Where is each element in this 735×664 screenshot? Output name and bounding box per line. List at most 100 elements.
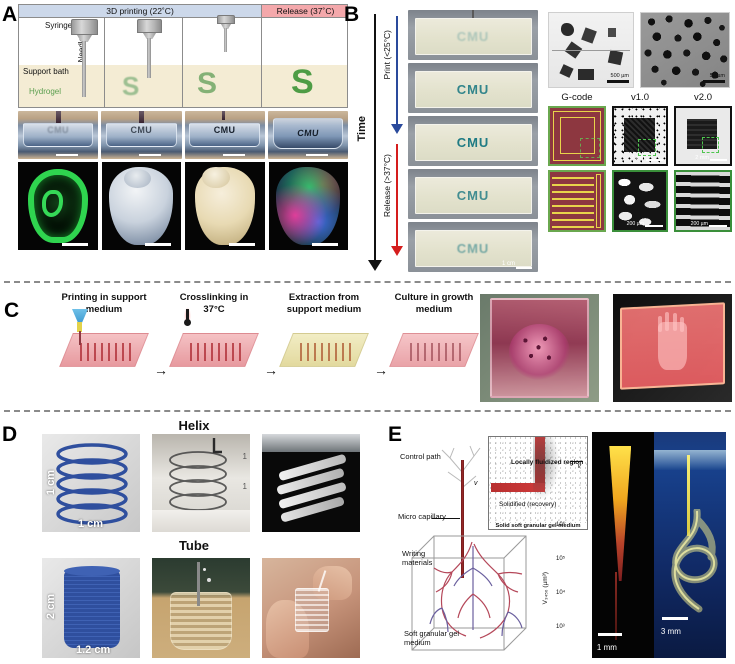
panel-a-divider-2	[182, 18, 183, 107]
workflow-step-4-illustration	[388, 319, 480, 375]
workflow-step-1-caption: Printing in support medium	[61, 292, 147, 315]
micrograph-particles: 500 µm	[548, 12, 634, 88]
heart-whole-yellow	[185, 162, 265, 250]
panel-e: Locally fluidized region Solidified (rec…	[382, 418, 732, 662]
panel-letter-b: B	[344, 3, 360, 26]
panel-a-photo-3: CMU	[184, 111, 265, 159]
tube-height-label: 2 cm	[45, 594, 57, 620]
micrograph-particles-scalebar: 500 µm	[610, 73, 629, 79]
workflow-step-2: Crosslinking in 37°C	[168, 292, 260, 375]
workflow-step-1: Printing in support medium	[58, 292, 150, 375]
tube-width-label: 1.2 cm	[76, 644, 111, 656]
frame-scalebar-label: 1 cm	[501, 261, 515, 267]
knot-structure-svg	[670, 508, 718, 613]
heart-fluorescence-green	[18, 162, 98, 250]
axis-tick-1e5: 10⁵	[556, 556, 566, 562]
time-axis-arrow	[368, 260, 382, 271]
frame-word-1: CMU	[456, 29, 490, 44]
helix-cad-model: 1 cm 1 cm	[42, 434, 140, 532]
micro-capillary-shaft	[461, 460, 464, 578]
separator-a-b-to-c	[4, 281, 731, 283]
label-writing-materials: Writing materials	[402, 549, 433, 567]
column-title-v1: v1.0	[631, 92, 649, 103]
photo-text-3: CMU	[213, 125, 236, 136]
printed-s-partial-1: S	[122, 71, 140, 101]
photo-text-2: CMU	[130, 125, 153, 136]
workflow-step-4-caption: Culture in growth medium	[394, 292, 474, 315]
printed-s-partial-2: S	[197, 67, 218, 100]
v1-microstructure: 200 µm	[612, 170, 668, 232]
print-phase-arrow	[391, 124, 403, 134]
frame-word-3: CMU	[456, 135, 490, 150]
panel-c: Printing in support medium → Crosslinkin…	[18, 292, 732, 404]
helix-printing-photo: 1 1	[152, 434, 250, 532]
panel-a-photo-4: CMU	[267, 111, 348, 159]
panel-b: Time Print (<25°C) Release (>37°C) CMU C…	[352, 4, 732, 276]
timelapse-frame-1: CMU	[408, 10, 538, 60]
panel-letter-d: D	[2, 423, 18, 446]
helix-released-photo	[262, 434, 360, 532]
heart-whole-white	[101, 162, 181, 250]
support-bath-region	[19, 65, 347, 107]
helix-height-label: 1 cm	[45, 470, 57, 496]
label-time: Time	[356, 116, 368, 142]
scalebar-right-label: 3 mm	[660, 627, 681, 636]
photo-printed-knot-in-gel: 3 mm	[653, 432, 726, 658]
panel-d: Helix 1 cm 1 cm	[18, 418, 370, 662]
frame-word-2: CMU	[456, 82, 490, 97]
workflow-step-2-illustration	[168, 307, 260, 375]
label-control-path: Control path	[400, 452, 441, 461]
panel-c-result-photos	[480, 294, 732, 402]
micrograph-spheres-scalebar: 50 µm	[709, 73, 725, 79]
workflow-step-3-illustration	[278, 319, 370, 375]
label-micro-capillary: Micro capillary	[398, 512, 446, 521]
label-velocity-main: v	[474, 480, 478, 487]
label-syringe: Syringe	[45, 21, 73, 30]
scalebar-left-bar	[598, 633, 623, 636]
helix-cad-svg	[56, 443, 128, 525]
workflow-step-4: Culture in growth medium	[388, 292, 480, 375]
timelapse-frame-3: CMU	[408, 116, 538, 166]
label-locally-fluidized-region: Locally fluidized region	[511, 459, 584, 466]
label-print-phase: Print (<25°C)	[382, 30, 392, 80]
panel-letter-c: C	[4, 299, 20, 322]
workflow-step-3: Extraction from support medium	[278, 292, 370, 375]
release-phase-arrow	[391, 246, 403, 256]
workflow-step-2-caption: Crosslinking in 37°C	[179, 292, 249, 315]
workflow-arrow-3: →	[374, 362, 388, 378]
photo-text-1: CMU	[47, 125, 69, 136]
tube-handheld-photo	[262, 558, 360, 658]
panel-d-title-tube: Tube	[178, 538, 210, 553]
column-title-v2: v2.0	[694, 92, 712, 103]
label-hydrogel: Hydrogel	[29, 87, 62, 96]
helix-width-label: 1 cm	[78, 518, 104, 530]
label-solidified-recovery: Solidified (recovery)	[499, 501, 557, 508]
workflow-step-1-illustration	[58, 309, 150, 375]
v1-top-scalebar: 2 mm	[631, 155, 645, 161]
frame-word-5: CMU	[456, 241, 490, 256]
panel-e-photo-pair: 1 mm 3 mm	[592, 432, 726, 658]
v2-top-scalebar: 2 mm	[695, 155, 709, 161]
v2-xray-top: 2 mm	[674, 106, 732, 166]
label-soft-granular-gel-medium: Soft granular gel medium	[404, 629, 460, 647]
micrograph-spheres: 50 µm	[640, 12, 730, 88]
panel-d-title-helix: Helix	[178, 418, 210, 433]
photo-text-4: CMU	[296, 128, 320, 139]
release-phase-line	[396, 144, 398, 248]
printed-s-released: S	[291, 63, 314, 101]
v1-xray-top: 2 mm	[612, 106, 668, 166]
v1-bottom-scalebar: 200 µm	[626, 221, 644, 227]
workflow-step-3-caption: Extraction from support medium	[286, 292, 362, 315]
panel-b-micrograph-block: 500 µm 50 µm G-code v1.0 v2.0	[548, 8, 732, 274]
helix-photo-svg	[169, 438, 227, 511]
tube-printing-photo	[152, 558, 250, 658]
panel-a-divider-1	[104, 18, 105, 107]
workflow-arrow-2: →	[264, 362, 278, 378]
axis-label-vscale: V₃₄₅₆ (µm³)	[542, 572, 549, 605]
timelapse-frame-4: CMU	[408, 169, 538, 219]
timelapse-frame-5: CMU 1 cm	[408, 222, 538, 272]
label-velocity-inset: v	[577, 463, 582, 470]
photo-capillary-taper: 1 mm	[592, 432, 654, 658]
heart-multichannel-fluorescence	[268, 162, 348, 250]
panel-letter-a: A	[2, 3, 18, 26]
